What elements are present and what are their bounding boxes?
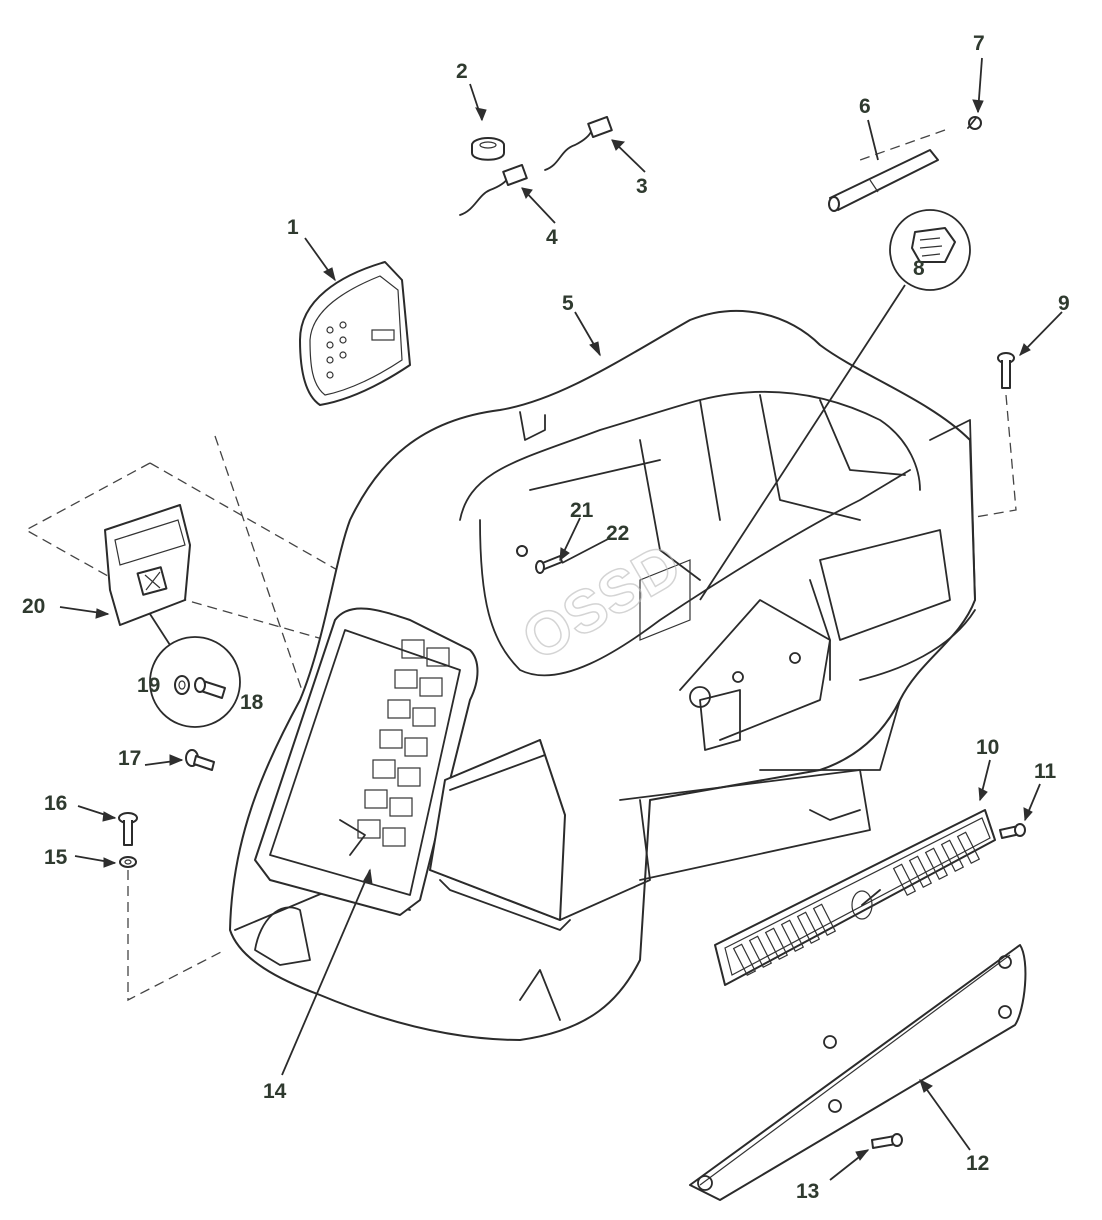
- callout-8: 8: [913, 257, 925, 280]
- wire-connector-3: [544, 116, 613, 171]
- callout-2: 2: [456, 60, 468, 83]
- callout-14: 14: [263, 1080, 287, 1103]
- callout-20: 20: [22, 595, 45, 618]
- callout-16: 16: [44, 792, 67, 815]
- callout-11: 11: [1034, 760, 1057, 783]
- callout-22: 22: [606, 522, 629, 545]
- wire-connector-4: [459, 164, 528, 216]
- bolt-16: [118, 812, 138, 846]
- seat-grid: [357, 639, 450, 847]
- arrowheads: [95, 99, 1033, 1161]
- bushing-part: [471, 137, 505, 161]
- grille-slots: [732, 831, 981, 976]
- callout-3: 3: [636, 175, 648, 198]
- callout-18: 18: [240, 691, 264, 714]
- bolt-9: [997, 352, 1015, 389]
- callout-15: 15: [44, 846, 68, 869]
- grommet-detail: [699, 209, 971, 601]
- storage-box: [429, 739, 566, 921]
- screw-11: [999, 823, 1026, 839]
- callout-19: 19: [137, 674, 160, 697]
- callout-6: 6: [859, 95, 871, 118]
- callout-9: 9: [1058, 292, 1070, 315]
- latch-handle: [104, 504, 191, 646]
- clip-part: [967, 116, 982, 130]
- grille-plate: [714, 809, 996, 986]
- callout-7: 7: [973, 32, 985, 55]
- washer-15: [119, 856, 137, 868]
- callout-5: 5: [562, 292, 574, 315]
- callout-labels: 1 2 3 4 5 6 7 8 9 10 11 12 13 14 15 16 1…: [22, 32, 1070, 1203]
- fastener-detail: [149, 636, 241, 728]
- pin-part: [828, 149, 939, 212]
- screw-13: [871, 1133, 903, 1149]
- callout-4: 4: [546, 226, 558, 249]
- callout-10: 10: [976, 736, 999, 759]
- callout-1: 1: [287, 216, 299, 239]
- side-trim: [689, 944, 1027, 1201]
- callout-13: 13: [796, 1180, 819, 1203]
- callout-21: 21: [570, 499, 594, 522]
- callout-17: 17: [118, 747, 141, 770]
- callout-12: 12: [966, 1152, 989, 1175]
- seat-panel: [254, 607, 479, 916]
- decal-panel: [299, 261, 411, 406]
- screw-17: [185, 749, 215, 771]
